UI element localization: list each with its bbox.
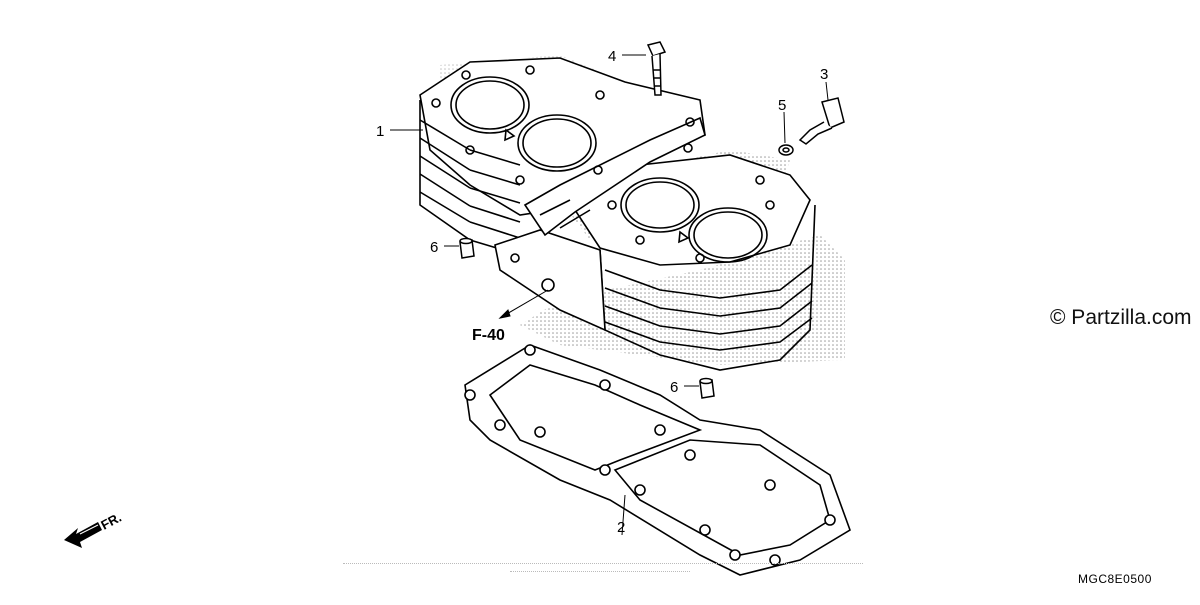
- temperature-sensor: [798, 97, 845, 145]
- bolt: [646, 41, 667, 96]
- front-direction-arrow-icon: [64, 522, 102, 548]
- callout-3: 3: [820, 66, 828, 83]
- dowel-pin-lower: [699, 377, 715, 399]
- base-gasket: [464, 344, 851, 576]
- fine-print-line-2: [500, 568, 700, 574]
- cylinder-block: [419, 57, 816, 371]
- callout-6-upper: 6: [430, 239, 438, 256]
- leader-lines: [390, 54, 829, 536]
- front-direction-label: FR.: [98, 510, 124, 533]
- callout-1: 1: [376, 123, 384, 140]
- dowel-pin-upper: [459, 237, 475, 259]
- fine-print-line-1: [338, 560, 868, 566]
- callout-5: 5: [778, 97, 786, 114]
- diagram-code: MGC8E0500: [1078, 572, 1152, 586]
- watermark: © Partzilla.com: [1050, 306, 1192, 329]
- washer: [778, 144, 794, 156]
- callout-4: 4: [608, 48, 616, 65]
- reference-label: F-40: [472, 327, 505, 344]
- callout-2: 2: [617, 519, 625, 536]
- callout-6-lower: 6: [670, 379, 678, 396]
